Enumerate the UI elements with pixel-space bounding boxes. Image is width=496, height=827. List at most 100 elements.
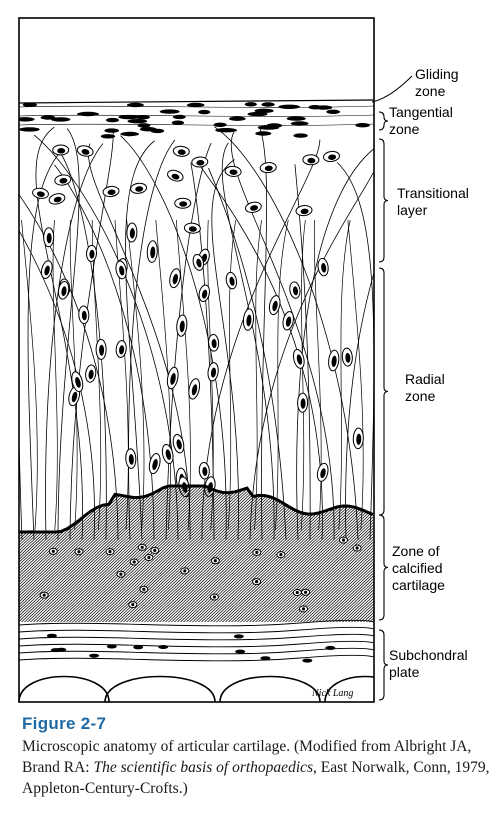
chondrocyte-nucleus — [107, 189, 116, 196]
chondrocyte — [292, 348, 305, 369]
chondrocyte-nucleus — [61, 286, 67, 297]
hatch-line — [36, 486, 208, 622]
chondrocyte-nucleus — [272, 300, 278, 312]
hatch-line — [60, 486, 232, 622]
chondrocyte — [268, 295, 281, 316]
chondrocyte — [52, 144, 70, 156]
hatch-line — [249, 486, 374, 622]
hatch-line — [0, 470, 18, 630]
chondrocyte — [78, 305, 90, 325]
flattened-cell — [198, 109, 211, 115]
chondrocyte-nucleus — [150, 246, 156, 259]
calcified-cell-nucleus — [142, 587, 146, 591]
chondrocyte — [148, 453, 161, 475]
chondrocyte-nucleus — [171, 173, 180, 180]
chondrocyte-nucleus — [129, 228, 135, 239]
hatch-line — [294, 486, 374, 622]
chondrocyte — [191, 156, 209, 168]
hatch-line — [264, 486, 374, 622]
collagen-fiber — [296, 148, 374, 541]
radial-fiber — [338, 219, 351, 531]
chondrocyte — [352, 427, 364, 450]
chondrocyte — [183, 222, 201, 234]
flattened-cell — [118, 114, 140, 120]
chondrocyte-nucleus — [88, 369, 94, 380]
osteocyte — [233, 634, 244, 639]
chondrocyte-nucleus — [285, 316, 292, 327]
calcified-cell-nucleus — [77, 550, 81, 554]
collagen-fiber — [211, 159, 239, 541]
chondrocyte — [225, 271, 238, 290]
flattened-cell — [137, 123, 151, 128]
flattened-cell — [244, 102, 257, 107]
chondrocyte-nucleus — [300, 398, 306, 409]
hatch-line — [243, 486, 374, 622]
chondrocyte-nucleus — [179, 320, 185, 333]
chondrocyte — [316, 462, 329, 482]
chondrocyte-nucleus — [229, 169, 238, 176]
hatch-line — [312, 486, 374, 622]
collagen-fiber — [58, 149, 107, 541]
osteocyte — [260, 656, 271, 661]
flattened-cell — [228, 116, 246, 121]
flattened-cell — [293, 133, 308, 138]
lamellar-line — [19, 640, 374, 648]
flattened-cell — [308, 105, 322, 110]
flattened-cell — [254, 108, 274, 114]
chondrocyte-nucleus — [264, 165, 273, 172]
chondrocyte — [167, 169, 184, 182]
cartilage-diagram: Nick Lang Gliding zone Tangential zone T… — [0, 17, 469, 703]
hatch-line — [339, 486, 374, 622]
zone-bracket — [378, 514, 389, 621]
hatch-line — [19, 486, 148, 622]
hatch-line — [330, 486, 374, 622]
hatch-line — [108, 486, 280, 622]
chondrocyte-nucleus — [328, 154, 337, 161]
collagen-fiber — [221, 142, 275, 541]
flattened-cell — [257, 125, 280, 130]
osteocyte — [133, 645, 144, 650]
osteocyte — [46, 633, 57, 638]
chondrocyte — [174, 197, 192, 209]
chondrocyte — [48, 193, 66, 205]
chondrocyte-nucleus — [307, 157, 316, 164]
lamellar-line — [19, 619, 374, 627]
caption-text-end: , East Norwalk, Conn, 1979, Appleton-Cen… — [22, 759, 490, 797]
flattened-cell — [186, 102, 205, 108]
chondrocyte — [172, 434, 185, 454]
hatch-line — [93, 486, 265, 622]
hatch-line — [282, 486, 374, 622]
chondrocyte-nucleus — [321, 263, 327, 273]
hatch-line — [99, 486, 271, 622]
hatch-line — [19, 486, 181, 622]
hatch-line — [51, 486, 223, 622]
chondrocyte-nucleus — [345, 352, 351, 363]
chondrocyte-nucleus — [99, 344, 105, 356]
hatch-line — [0, 470, 12, 630]
chondrocyte — [302, 154, 320, 166]
hatch-line — [318, 486, 374, 622]
collagen-fiber — [19, 193, 119, 541]
chondrocyte-nucleus — [300, 208, 309, 215]
chondrocyte-nucleus — [119, 345, 125, 355]
hatch-line — [267, 486, 374, 622]
chondrocyte-nucleus — [188, 226, 197, 232]
hatch-line — [87, 486, 259, 622]
flattened-cell — [255, 131, 272, 136]
flattened-cell — [104, 128, 119, 133]
chondrocyte — [40, 260, 53, 279]
label-subchondral-plate: Subchondral plate — [389, 647, 468, 680]
hatch-line — [48, 486, 220, 622]
hatch-line — [19, 486, 184, 622]
chondrocyte-nucleus — [201, 289, 208, 299]
flattened-cell — [77, 111, 99, 117]
calcified-cell-nucleus — [255, 550, 259, 555]
chondrocyte — [259, 162, 277, 174]
chondrocyte — [115, 260, 127, 280]
hatch-line — [90, 486, 262, 622]
calcified-cell-nucleus — [355, 546, 359, 550]
artist-signature: Nick Lang — [311, 688, 353, 699]
flattened-cell — [50, 117, 71, 122]
radial-fiber — [275, 219, 289, 531]
cartilage-illustration: Nick Lang — [0, 17, 413, 703]
